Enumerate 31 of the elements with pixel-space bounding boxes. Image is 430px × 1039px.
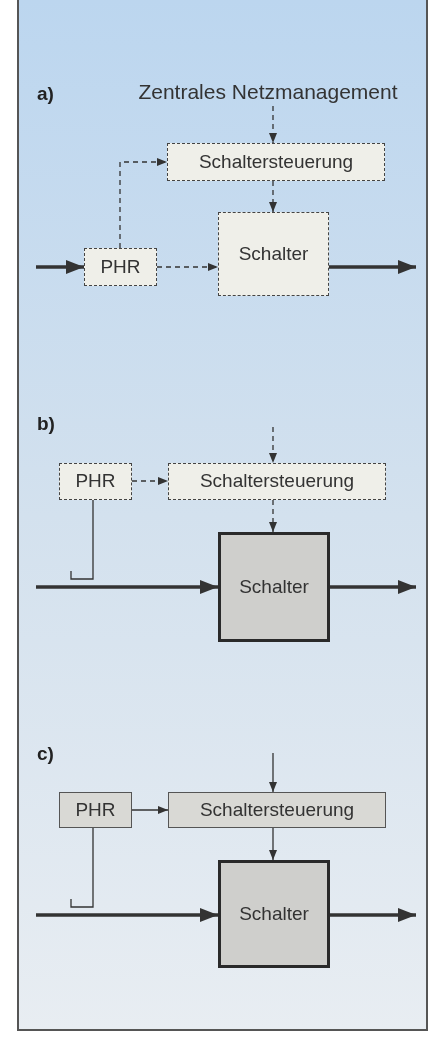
arrow	[269, 426, 277, 464]
panel-label: c)	[37, 742, 54, 766]
arrow	[156, 263, 219, 271]
arrow	[36, 260, 84, 274]
arrow	[269, 752, 277, 793]
arrow	[269, 105, 277, 144]
process-box: PHR	[59, 463, 132, 500]
process-box: Schalter	[218, 212, 329, 296]
arrow	[131, 806, 169, 814]
process-box: Schalter	[218, 532, 330, 642]
arrow	[36, 908, 218, 922]
arrow	[269, 180, 277, 213]
arrow	[269, 827, 277, 861]
arrow	[119, 158, 168, 249]
connector-line	[70, 827, 94, 908]
arrow	[330, 580, 416, 594]
process-box: Schaltersteuerung	[168, 463, 386, 500]
connector-line	[70, 499, 94, 580]
arrow	[329, 260, 416, 274]
arrow	[330, 908, 416, 922]
panel-label: a)	[37, 82, 54, 106]
node-label: Zentrales Netzmanagement	[118, 78, 418, 106]
arrow	[131, 477, 169, 485]
process-box: Schalter	[218, 860, 330, 968]
arrow	[36, 580, 218, 594]
panel-label: b)	[37, 412, 55, 436]
process-box: Schaltersteuerung	[168, 792, 386, 828]
process-box: PHR	[59, 792, 132, 828]
process-box: PHR	[84, 248, 157, 286]
process-box: Schaltersteuerung	[167, 143, 385, 181]
arrow	[269, 499, 277, 533]
